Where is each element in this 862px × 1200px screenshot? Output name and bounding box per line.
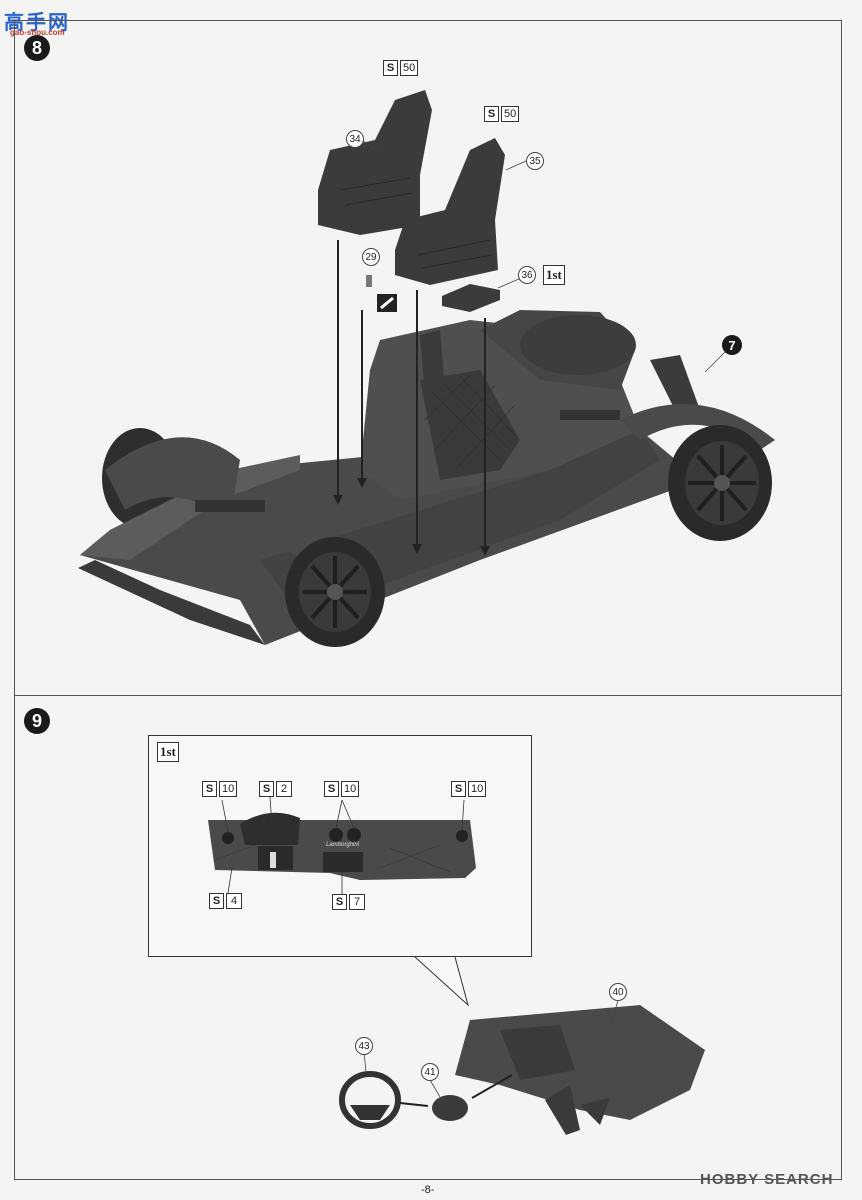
- page-number: -8-: [421, 1184, 435, 1196]
- paint-code-letter: S: [324, 781, 339, 797]
- paint-code-letter: S: [451, 781, 466, 797]
- first-paint-badge: 1st: [157, 742, 179, 762]
- paint-code-letter: S: [484, 106, 499, 122]
- paint-code-dash-a: S 10: [202, 781, 238, 797]
- paint-code-letter: S: [259, 781, 274, 797]
- first-paint-badge: 1st: [543, 265, 565, 285]
- paint-code-dash-e: S 4: [209, 893, 242, 909]
- paint-code-number: 50: [501, 106, 520, 122]
- paint-code-number: 10: [341, 781, 360, 797]
- paint-code-letter: S: [209, 893, 224, 909]
- step-9-number: 9: [31, 710, 42, 731]
- part-number-34: 34: [346, 130, 364, 148]
- step-8-badge: 8: [24, 35, 50, 61]
- paint-code-number: 7: [349, 894, 365, 910]
- paint-code-number: 2: [276, 781, 292, 797]
- paint-code-dash-d: S 10: [451, 781, 487, 797]
- paint-code-letter: S: [383, 60, 398, 76]
- paint-code-letter: S: [202, 781, 217, 797]
- part-number-41: 41: [421, 1063, 439, 1081]
- paint-code-dash-c: S 10: [324, 781, 360, 797]
- part-number-35: 35: [526, 152, 544, 170]
- part-number-36: 36: [518, 266, 536, 284]
- paint-code-number: 10: [468, 781, 487, 797]
- paint-code-dash-f: S 7: [332, 894, 365, 910]
- step-8-number: 8: [31, 37, 42, 58]
- part-number-40: 40: [609, 983, 627, 1001]
- step-7-number: 7: [728, 337, 736, 353]
- site-logo: HOBBY SEARCH: [700, 1171, 834, 1188]
- paint-code-dash-b: S 2: [259, 781, 292, 797]
- dash-brand-text: Lamborghini: [326, 842, 360, 848]
- page-frame: [14, 20, 842, 1180]
- watermark-text: 高手网: [4, 12, 70, 34]
- paint-code-seat-right: S 50: [484, 106, 520, 122]
- watermark-subtext: gao-shou.com: [10, 28, 65, 37]
- paint-code-number: 10: [219, 781, 238, 797]
- chassis-illustration: [78, 90, 775, 647]
- section-divider: [14, 695, 842, 696]
- step-7-reference: 7: [722, 335, 742, 355]
- part-number-43: 43: [355, 1037, 373, 1055]
- watermark-logo: 高手网 gao-shou.com: [4, 6, 70, 37]
- paint-code-seat-left: S 50: [383, 60, 419, 76]
- paint-code-number: 50: [400, 60, 419, 76]
- part-number-29: 29: [362, 248, 380, 266]
- paint-code-number: 4: [226, 893, 242, 909]
- paint-code-letter: S: [332, 894, 347, 910]
- step-9-badge: 9: [24, 708, 50, 734]
